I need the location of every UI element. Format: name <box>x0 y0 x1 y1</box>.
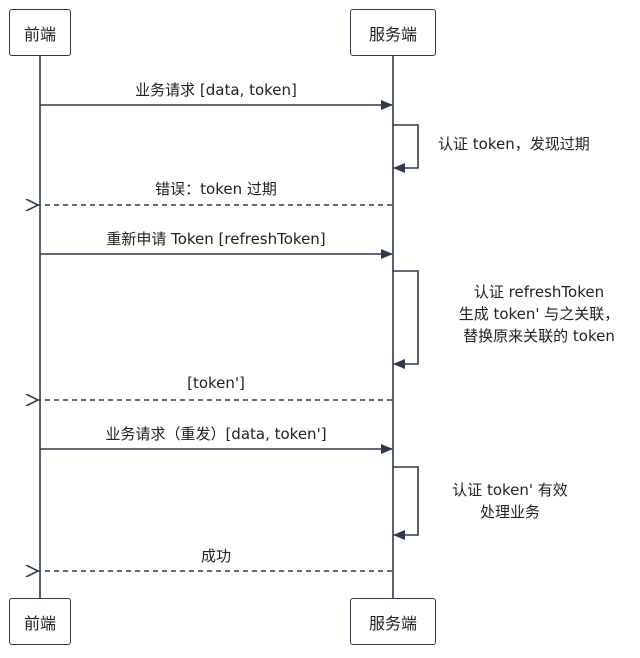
note-3: 认证 token' 有效 处理业务 <box>440 479 580 523</box>
client-participant-top: 前端 <box>9 9 71 56</box>
self-loop-1 <box>393 124 419 173</box>
note-1-line-1: 认证 token，发现过期 <box>438 135 590 153</box>
client-participant-bottom: 前端 <box>9 598 71 645</box>
message-label-1: 业务请求 [data, token] <box>135 81 297 99</box>
note-1: 认证 token，发现过期 <box>438 133 590 155</box>
client-participant-label: 前端 <box>23 24 56 44</box>
self-loop-3 <box>393 466 419 540</box>
note-3-line-1: 认证 token' 有效 <box>452 481 568 499</box>
server-participant-label: 服务端 <box>368 613 417 633</box>
message-label-5: 业务请求（重发）[data, token'] <box>105 425 327 443</box>
note-2-line-2: 生成 token' 与之关联， <box>458 305 620 323</box>
note-3-line-2: 处理业务 <box>479 503 540 521</box>
note-2: 认证 refreshToken 生成 token' 与之关联， 替换原来关联的 … <box>444 281 634 347</box>
server-participant-top: 服务端 <box>350 9 436 56</box>
message-label-3: 重新申请 Token [refreshToken] <box>106 230 326 248</box>
server-participant-label: 服务端 <box>368 24 417 44</box>
message-label-6: 成功 <box>200 547 232 565</box>
message-label-2: 错误：token 过期 <box>155 180 277 198</box>
note-2-line-3: 替换原来关联的 token <box>463 327 615 345</box>
note-2-line-1: 认证 refreshToken <box>473 283 605 301</box>
message-label-4: [token'] <box>187 374 245 392</box>
self-loop-2 <box>393 270 419 369</box>
server-participant-bottom: 服务端 <box>350 598 436 645</box>
client-participant-label: 前端 <box>23 613 56 633</box>
